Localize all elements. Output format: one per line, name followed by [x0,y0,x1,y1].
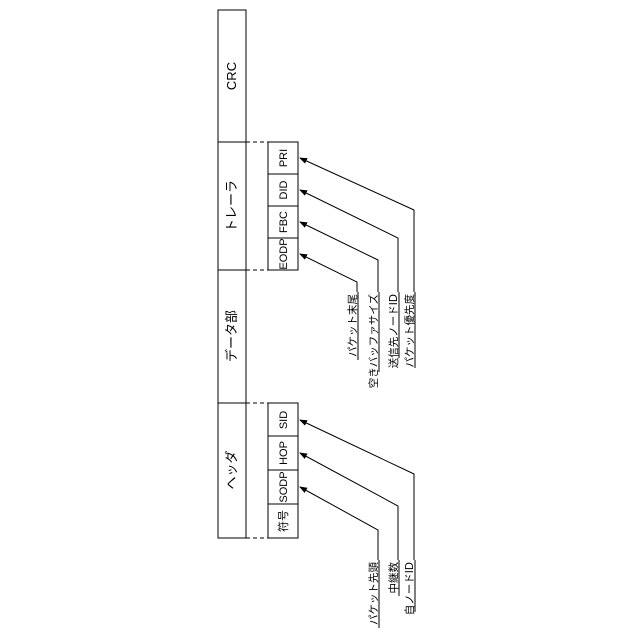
annotation-free-buffer-size: 空きバッファサイズ [367,294,380,388]
arrow-sid [300,420,414,560]
annotation-packet-end: パケット末尾 [346,294,359,357]
field-sodp: SODP [278,471,290,502]
section-trailer-label: トレーラ [224,180,239,232]
field-code: 符号 [277,510,290,532]
packet-column: CRC トレーラ データ部 ヘッダ [218,10,246,538]
arrow-fbc [300,222,378,292]
arrow-sodp [300,487,378,560]
field-sid: SID [278,411,290,429]
field-eodp: EODP [278,238,290,269]
annotation-packet-priority: パケット優先度 [403,294,416,368]
section-data-label: データ部 [224,310,239,362]
annotation-own-node-id: 自ノードID [403,562,416,615]
annotation-packet-start: パケット先頭 [368,562,380,625]
arrow-did [300,190,398,292]
section-header-label: ヘッダ [224,450,239,489]
annotation-hop-count: 中継数 [387,562,400,594]
arrow-hop [300,453,398,560]
field-fbc: FBC [278,211,290,233]
field-did: DID [278,180,290,199]
arrow-eodp [300,254,357,292]
section-crc-label: CRC [224,62,239,90]
field-hop: HOP [278,441,290,465]
trailer-detail: PRI DID FBC EODP パケット末尾 空きバッファサイズ 送信先ノード… [268,142,416,388]
header-detail: SID HOP SODP 符号 パケット先頭 中継数 自ノードID [268,403,416,628]
arrow-pri [300,158,414,292]
field-pri: PRI [278,149,290,167]
annotation-destination-node-id: 送信先ノードID [387,294,400,368]
